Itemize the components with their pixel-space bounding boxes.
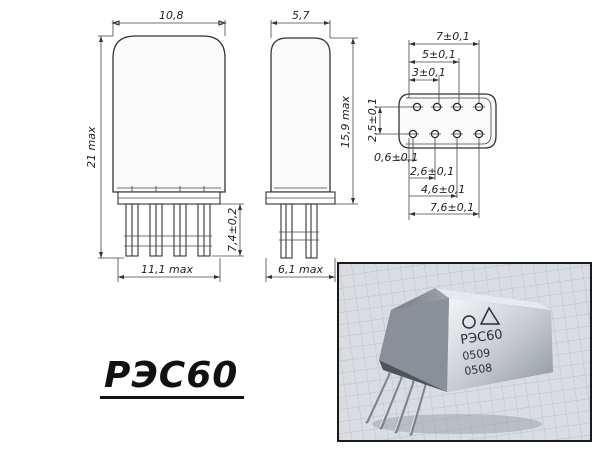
pin-dim-1: 7±0,1 [436, 30, 470, 43]
pin-dim-3: 3±0,1 [412, 66, 446, 79]
pin-dim-4: 2,5±0,1 [366, 98, 379, 142]
photo-marking: РЭС60 0509 0508 [459, 306, 504, 378]
side-height-label: 15,9 max [339, 96, 352, 148]
photo-pins [365, 372, 427, 436]
pin-dim-7: 4,6±0,1 [421, 183, 465, 196]
side-view: 5,7 15,9 max 6,1 max [265, 9, 358, 282]
front-view-body [112, 35, 226, 193]
front-view: 10,8 21 max 7,4±0,2 11,1 max [85, 9, 244, 282]
relay-photo: РЭС60 0509 0508 [337, 262, 592, 442]
side-view-pins [279, 203, 319, 259]
front-base-label: 11,1 max [141, 263, 193, 276]
front-pins-label: 7,4±0,2 [226, 208, 239, 252]
pin-layout-outline [398, 93, 497, 149]
photo-marking-line-2: 0509 [462, 346, 492, 363]
side-base-label: 6,1 max [278, 263, 323, 276]
photo-marking-line-3: 0508 [464, 361, 494, 378]
photo-marking-line-1: РЭС60 [459, 327, 503, 348]
pin-dim-8: 7,6±0,1 [430, 201, 474, 214]
side-view-body [270, 37, 331, 193]
front-height-label: 21 max [85, 126, 98, 168]
pin-dim-5: 0,6±0,1 [374, 151, 418, 164]
pin-dim-2: 5±0,1 [422, 48, 456, 61]
front-view-pins [124, 203, 212, 257]
part-title: РЭС60 [99, 355, 245, 399]
side-width-label: 5,7 [292, 9, 310, 22]
pin-dim-6: 2,6±0,1 [410, 165, 454, 178]
pin-layout: 7±0,1 5±0,1 3±0,1 2,5±0,1 0,6±0,1 2,6±0,… [366, 30, 497, 220]
front-width-label: 10,8 [159, 9, 184, 22]
